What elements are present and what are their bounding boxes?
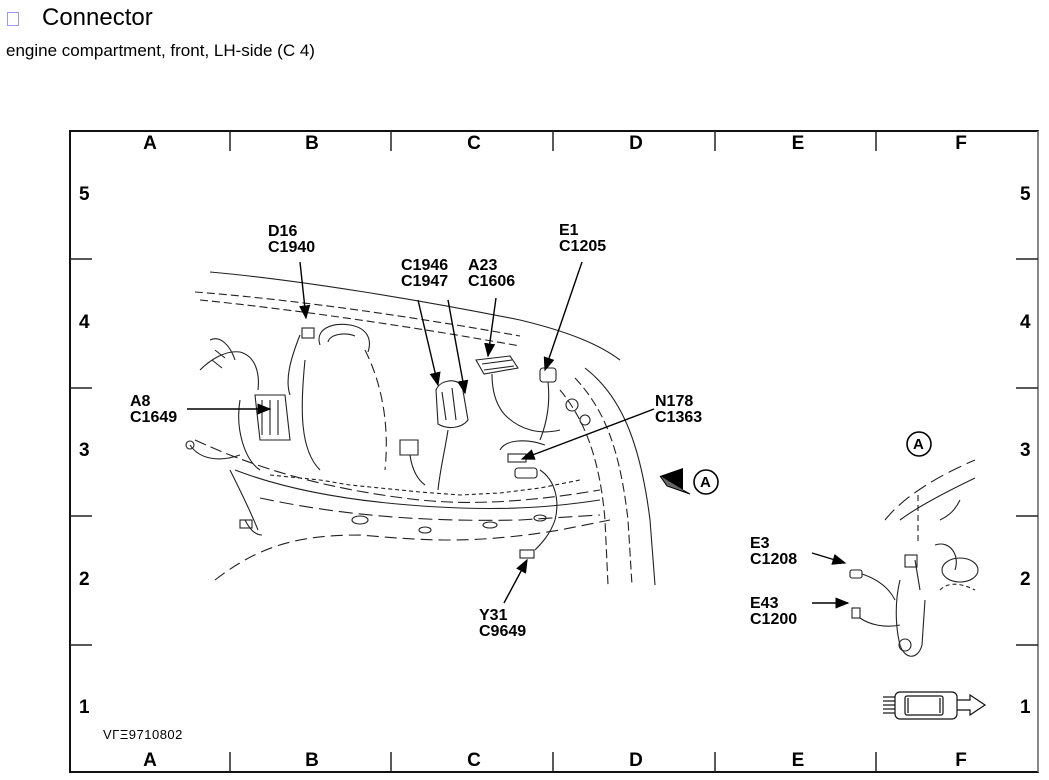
grid-ticks	[70, 131, 1038, 772]
row-label-left-3: 3	[79, 440, 90, 461]
callout-a23-id: A23	[468, 257, 498, 274]
callout-n178-id: N178	[655, 393, 694, 410]
row-label-left-5: 5	[79, 184, 90, 205]
arrow-e1	[543, 261, 583, 372]
col-label-bottom-b: B	[305, 750, 319, 771]
row-label-left-1: 1	[79, 697, 90, 718]
view-a-arrow-icon	[659, 431, 932, 495]
row-label-right-1: 1	[1020, 697, 1031, 718]
row-label-right-2: 2	[1020, 569, 1031, 590]
detail-a-label: A	[913, 436, 924, 453]
row-label-right-4: 4	[1020, 312, 1031, 333]
callout-d16-id: D16	[268, 223, 298, 240]
detail-a-sketch	[849, 459, 979, 657]
arrow-a23	[484, 297, 497, 358]
callout-d16-connector: C1940	[268, 239, 316, 256]
figure-code: VΓΞ9710802	[103, 727, 183, 742]
row-label-right-5: 5	[1020, 184, 1031, 205]
arrow-d16	[299, 261, 311, 320]
diagram-frame	[69, 130, 1039, 773]
callout-e1-id: E1	[559, 222, 579, 239]
col-label-bottom-f: F	[955, 750, 967, 771]
arrow-c1947	[447, 299, 469, 395]
callout-arrows	[187, 261, 850, 609]
view-a-label: A	[700, 474, 711, 491]
callout-e43-connector: C1200	[750, 611, 798, 628]
col-label-top-d: D	[629, 133, 643, 154]
row-label-right-3: 3	[1020, 440, 1031, 461]
col-label-bottom-a: A	[143, 750, 157, 771]
col-label-bottom-e: E	[791, 750, 805, 771]
col-label-top-a: A	[143, 133, 157, 154]
callout-c1946-line2: C1947	[401, 273, 449, 290]
col-label-bottom-d: D	[629, 750, 643, 771]
callout-n178-connector: C1363	[655, 409, 703, 426]
callout-e3-connector: C1208	[750, 551, 798, 568]
arrow-n178	[520, 408, 655, 460]
checkbox-square-icon	[7, 12, 19, 26]
callout-c1946-line1: C1946	[401, 257, 449, 274]
col-label-top-f: F	[955, 133, 967, 154]
callout-a8-connector: C1649	[130, 409, 178, 426]
col-label-bottom-c: C	[467, 750, 481, 771]
callout-e3-id: E3	[750, 535, 770, 552]
col-label-top-e: E	[791, 133, 805, 154]
page-subtitle: engine compartment, front, LH-side (C 4)	[6, 41, 315, 60]
vehicle-forward-direction-icon	[883, 691, 987, 720]
arrow-c1946	[417, 299, 441, 387]
col-label-top-b: B	[305, 133, 319, 154]
row-label-left-4: 4	[79, 312, 90, 333]
callout-e1-connector: C1205	[559, 238, 607, 255]
arrow-y31	[503, 558, 528, 604]
col-label-top-c: C	[467, 133, 481, 154]
callout-y31-id: Y31	[479, 607, 508, 624]
page-title: Connector	[42, 4, 153, 31]
callout-y31-connector: C9649	[479, 623, 527, 640]
row-label-left-2: 2	[79, 569, 90, 590]
callout-a8-id: A8	[130, 393, 151, 410]
engine-bay-outline	[185, 271, 656, 586]
callout-a23-connector: C1606	[468, 273, 516, 290]
callout-e43-id: E43	[750, 595, 779, 612]
arrow-e3	[811, 552, 847, 565]
